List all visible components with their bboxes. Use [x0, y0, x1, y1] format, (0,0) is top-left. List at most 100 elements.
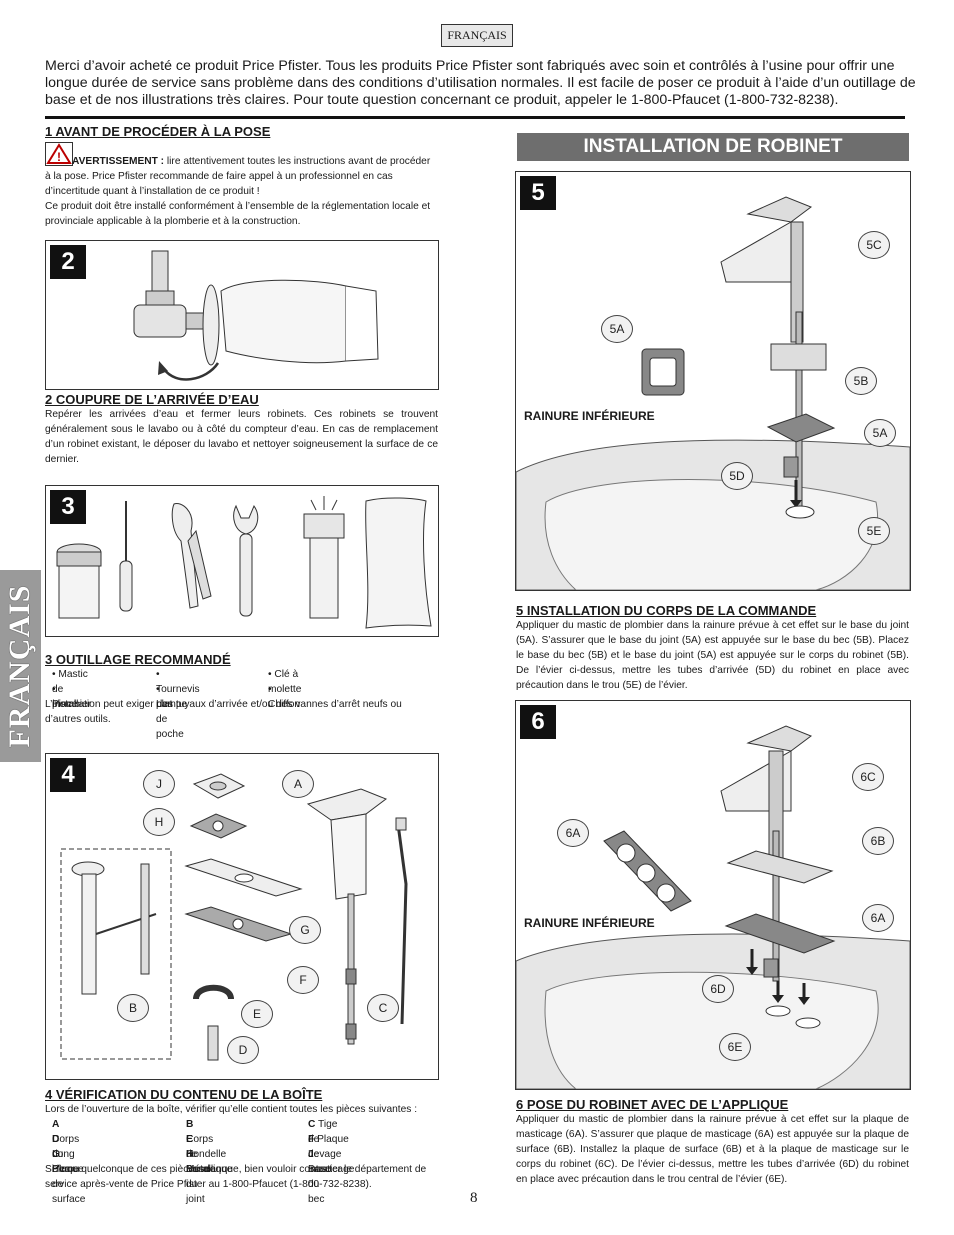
callout-d: D [227, 1036, 259, 1064]
language-tab: FRANÇAIS [441, 24, 513, 47]
gasket-detail-icon [641, 348, 685, 396]
intro-paragraph: Merci d’avoir acheté ce produit Price Pf… [45, 58, 916, 108]
section3-title: 3 OUTILLAGE RECOMMANDÉ [45, 652, 231, 667]
section2-body: Repérer les arrivées d’eau et fermer leu… [45, 409, 438, 465]
panel-6-installation-illustration: 6 6C 6A 6B 6A 6D 6E RAINURE INFÉRIEURE [515, 700, 911, 1090]
callout-6e: 6E [719, 1033, 751, 1061]
callout-6a-detail: 6A [557, 819, 589, 847]
flashlight-icon [303, 496, 345, 619]
rainure-label: RAINURE INFÉRIEURE [524, 409, 655, 423]
base-du-bec-plate-icon [770, 343, 827, 371]
base-du-joint-icon [189, 813, 248, 839]
panel-6-number: 6 [520, 705, 556, 739]
section6-body: Appliquer du mastic de plombier dans la … [516, 1114, 909, 1185]
part-item: H Base du joint [186, 1149, 210, 1205]
base-du-bec-icon [192, 773, 246, 799]
callout-g: G [289, 916, 321, 944]
sink-holes-icon [765, 1005, 821, 1029]
part-item: J Base du bec [308, 1149, 332, 1205]
callout-5c: 5C [858, 231, 890, 259]
plaque-de-masticage-icon [184, 906, 293, 942]
faucet-body-icon [720, 196, 813, 513]
callout-j: J [143, 770, 175, 798]
callout-5d: 5D [721, 462, 753, 490]
plaque-de-surface-icon [726, 850, 834, 884]
section4-title: 4 VÉRIFICATION DU CONTENU DE LA BOÎTE [45, 1087, 323, 1102]
part-item: E Rondelle Métallique [186, 1134, 233, 1175]
section5-body: Appliquer du mastic de plombier dans la … [516, 620, 909, 691]
callout-5a: 5A [864, 419, 896, 447]
tool-item: • Lampe de poche [156, 684, 188, 740]
callout-f: F [287, 966, 319, 994]
callout-5b: 5B [845, 367, 877, 395]
callout-c: C [367, 994, 399, 1022]
installation-header: INSTALLATION DE ROBINET [517, 133, 909, 161]
section2-title: 2 COUPURE DE L’ARRIVÉE D’EAU [45, 392, 259, 407]
spout-body-icon [306, 788, 388, 1045]
long-ecrou-icon [207, 1025, 219, 1061]
panel-2-shutoff-illustration: 2 [45, 240, 439, 390]
part-item: D Long e'crou [52, 1134, 80, 1175]
cloth-rag-icon [365, 497, 432, 629]
rainure-label: RAINURE INFÉRIEURE [524, 916, 655, 930]
warning-text: lire attentivement toutes les instructio… [45, 156, 431, 197]
section3-body: L’installation peut exiger des tuyaux d’… [45, 699, 402, 725]
sink-basin-icon [516, 933, 910, 1089]
tool-item: • Tournevis plat [156, 669, 200, 710]
screwdriver-icon [119, 501, 133, 612]
panel-3-tools-illustration: 3 [45, 485, 439, 637]
adjustable-wrench-icon [233, 504, 259, 617]
callout-6c: 6C [852, 763, 884, 791]
sink-basin-icon [516, 439, 910, 590]
part-item: A Corps du Bec [52, 1119, 80, 1175]
callout-a: A [282, 770, 314, 798]
supply-tube-icon [783, 456, 802, 508]
gasket-detail-icon [603, 830, 692, 912]
warning-text-2: Ce produit doit être installé conforméme… [45, 201, 431, 227]
section4-body: Si l’une quelconque de ces pièces manque… [45, 1164, 427, 1190]
header-divider [45, 116, 905, 119]
side-language-tab: FRANÇAIS [0, 570, 41, 762]
tool-item: • Mastic de plombier [52, 669, 92, 710]
callout-6b: 6B [862, 827, 894, 855]
svg-text:!: ! [57, 150, 61, 164]
panel-3-number: 3 [50, 490, 86, 524]
faucet-body-icon [720, 725, 813, 982]
tool-item: • Chiffon [268, 684, 301, 710]
callout-6a: 6A [862, 904, 894, 932]
section1-body: AVERTISSEMENT : lire attentivement toute… [45, 154, 438, 229]
page-number: 8 [470, 1190, 478, 1206]
callout-h: H [143, 808, 175, 836]
supply-tube-icon [746, 949, 810, 1005]
tool-item: • Pince [52, 684, 78, 710]
lift-rod-icon [395, 817, 408, 1025]
sink-hole-icon [785, 505, 815, 519]
callout-5e: 5E [858, 517, 890, 545]
callout-6d: 6D [702, 975, 734, 1003]
section1-title: 1 AVANT DE PROCÉDER À LA POSE [45, 124, 271, 139]
callout-e: E [241, 1000, 273, 1028]
part-item: C Tige de Levage [308, 1119, 342, 1160]
section5-title: 5 INSTALLATION DU CORPS DE LA COMMANDE [516, 603, 817, 618]
panel-5-number: 5 [520, 176, 556, 210]
part-item: B Corps de Bonde [186, 1119, 216, 1175]
plaque-de-masticage-icon [724, 913, 836, 954]
panel-4-number: 4 [50, 758, 86, 792]
warning-label: AVERTISSEMENT : [72, 156, 165, 167]
tool-item: • Clé à molette [268, 669, 302, 695]
plaque-de-surface-icon [184, 858, 303, 897]
panel-2-number: 2 [50, 245, 86, 279]
section6-title: 6 POSE DU ROBINET AVEC DE L’APPLIQUE [516, 1097, 789, 1112]
part-item: G Plaque de surface [52, 1149, 86, 1205]
base-du-joint-plate-icon [766, 413, 836, 443]
drain-assembly-icon [71, 861, 157, 995]
panel-4-parts-illustration: 4 J A H G F E D B C [45, 753, 439, 1080]
pliers-icon [171, 502, 212, 609]
callout-5a-detail: 5A [601, 315, 633, 343]
part-item: F Plaque de masticage [308, 1134, 355, 1175]
section4-intro: Lors de l’ouverture de la boîte, vérifie… [45, 1104, 418, 1115]
warning-icon: ! [45, 142, 73, 166]
shutoff-valve-illustration [133, 250, 379, 381]
callout-b: B [117, 994, 149, 1022]
putty-jar-icon [56, 543, 102, 619]
